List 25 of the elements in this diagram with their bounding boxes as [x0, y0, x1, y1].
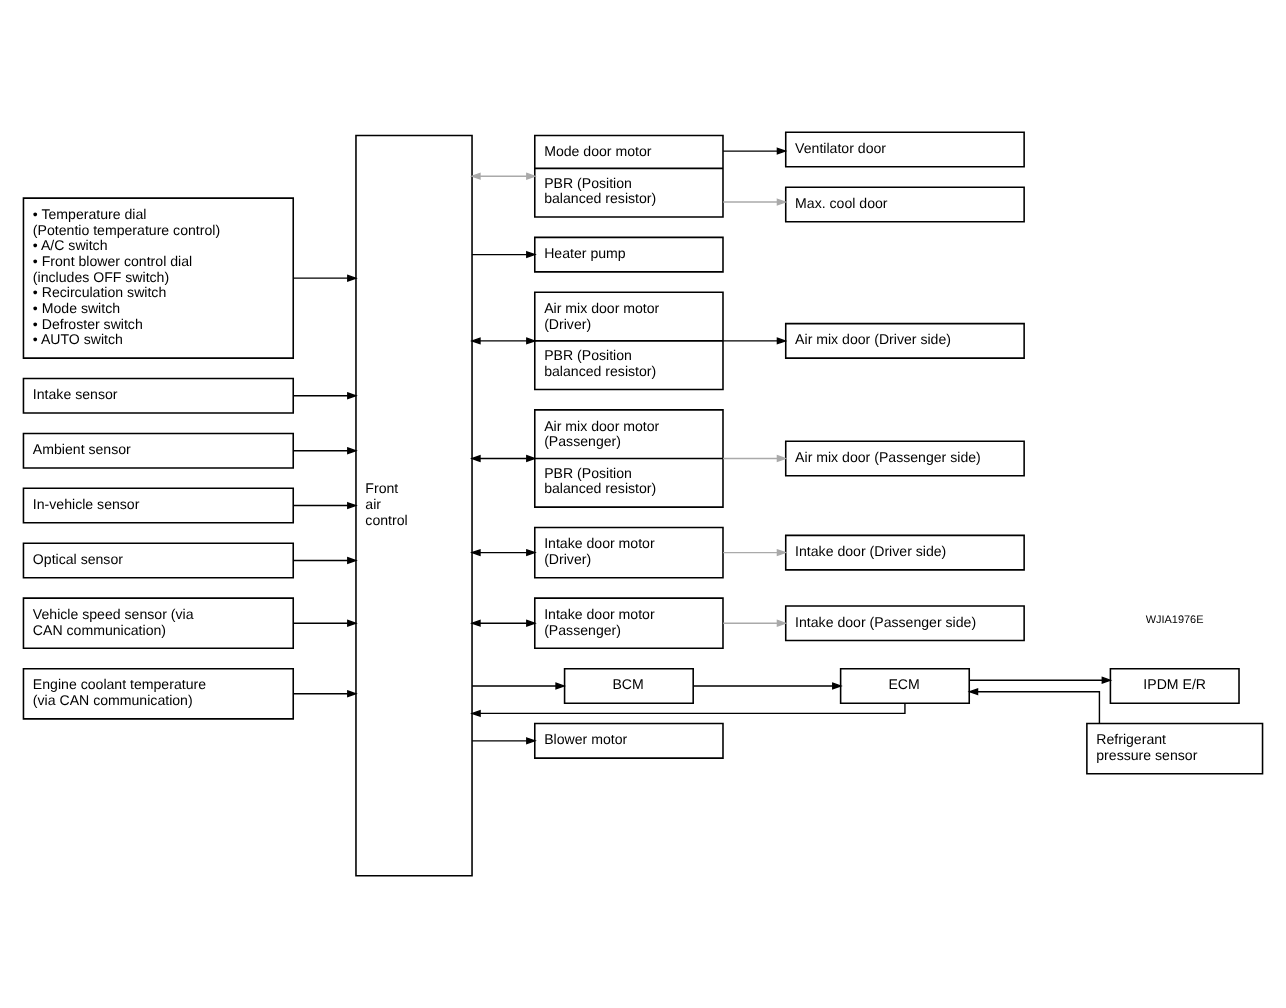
arrow [292, 446, 358, 455]
arrow [470, 337, 537, 345]
arrow [470, 619, 537, 627]
arrow [471, 250, 537, 259]
arrow [292, 619, 358, 627]
arrow [722, 337, 788, 345]
arrow [292, 501, 358, 510]
arrow [722, 147, 788, 155]
arrow [471, 682, 566, 690]
arrow [722, 548, 788, 557]
arrow [470, 172, 537, 180]
arrow [292, 274, 358, 282]
arrow [471, 737, 537, 745]
arrow [967, 687, 1101, 725]
arrow [470, 548, 537, 557]
arrow [722, 454, 788, 463]
arrow [292, 690, 358, 698]
arrow [470, 454, 537, 463]
arrow [292, 556, 358, 565]
arrow [470, 702, 906, 718]
arrow [968, 676, 1113, 684]
arrow [722, 619, 788, 627]
arrow [292, 392, 358, 400]
arrow [722, 198, 788, 206]
arrow [692, 682, 843, 690]
